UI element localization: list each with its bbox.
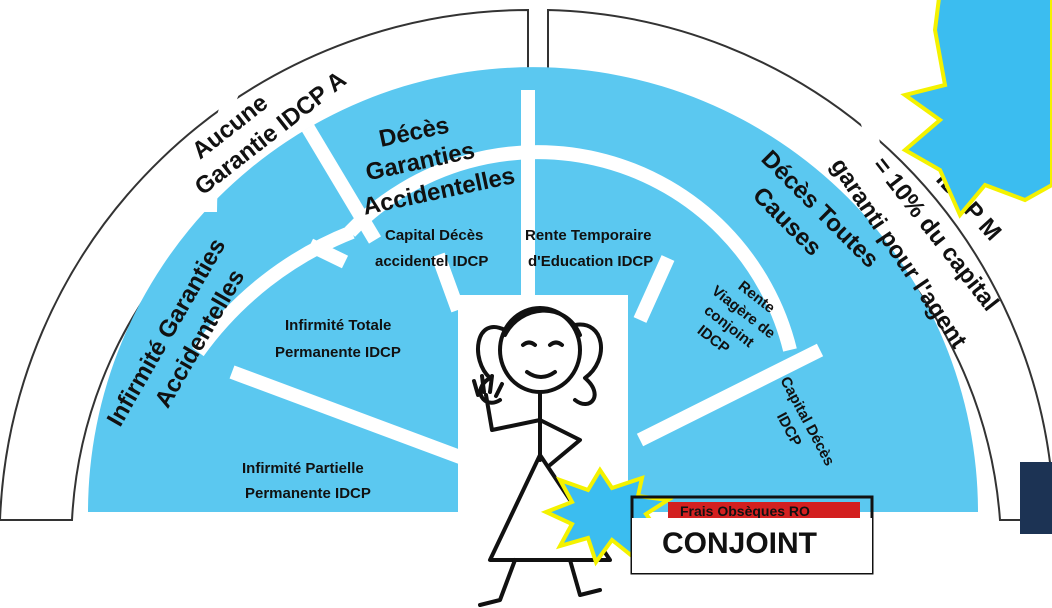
- ipp-line1: Infirmité Partielle: [242, 460, 364, 477]
- frais-label: Frais Obsèques RO: [680, 503, 810, 519]
- ipp-line2: Permanente IDCP: [245, 485, 371, 502]
- stick-figure-woman: [458, 295, 628, 608]
- itp-line2: Permanente IDCP: [275, 344, 401, 361]
- itp-line1: Infirmité Totale: [285, 317, 391, 334]
- cda-line2: accidentel IDCP: [375, 253, 488, 270]
- cda-line1: Capital Décès: [385, 227, 483, 244]
- frais-bar: [668, 502, 860, 518]
- rvc-label: Rente Viagère de conjoint IDCP: [694, 278, 778, 358]
- sector-dividers: [192, 0, 887, 467]
- rte-line1: Rente Temporaire: [525, 227, 651, 244]
- conjoint-label: CONJOINT: [662, 527, 817, 560]
- navy-block: [1020, 462, 1052, 534]
- starburst-large: [900, 0, 1052, 219]
- rte-line2: d'Education IDCP: [528, 253, 653, 270]
